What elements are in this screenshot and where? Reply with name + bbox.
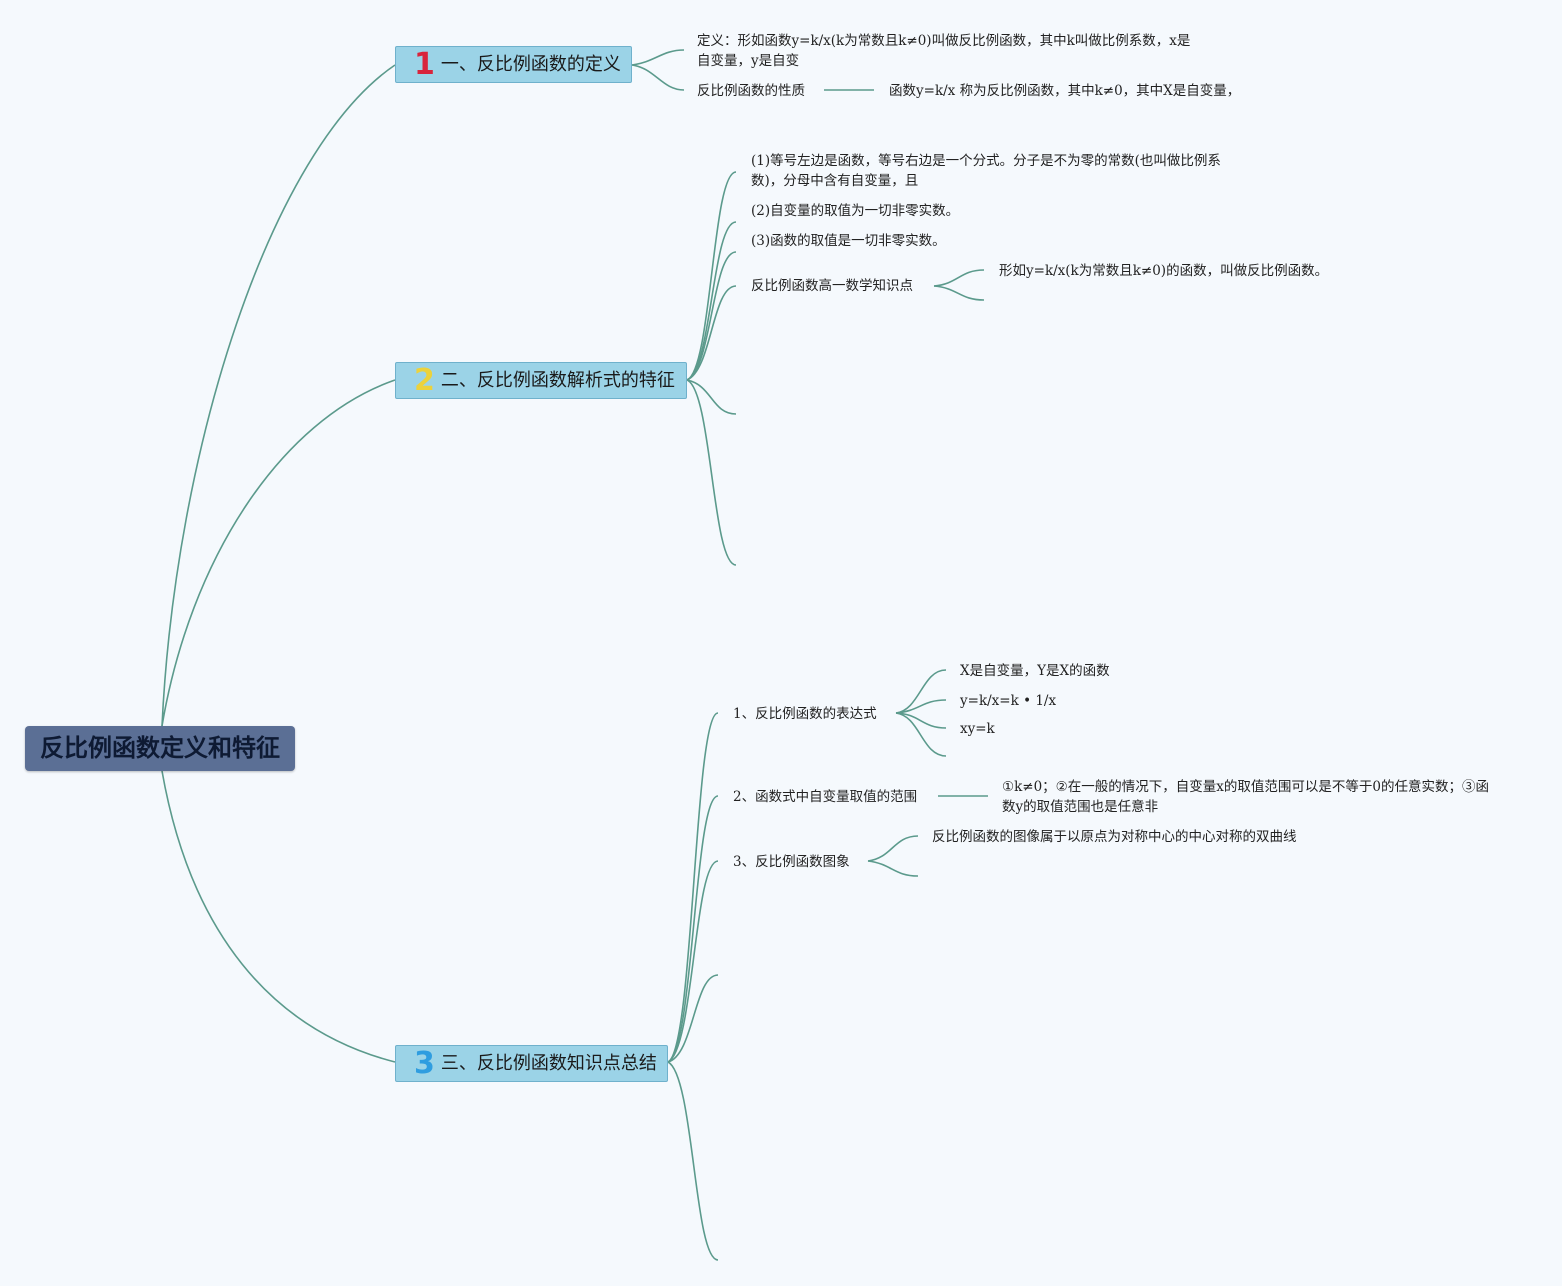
connector-b3-item-2 [667, 795, 719, 1063]
branch-1-title: 一、反比例函数的定义 [440, 54, 621, 75]
b1-definition[interactable]: 定义：形如函数y=k/x(k为常数且k≠0)叫做反比例函数，其中k叫做比例系数，… [697, 33, 1191, 69]
root-topic[interactable]: 反比例函数定义和特征 [25, 726, 295, 771]
b3-expr-3[interactable]: xy=k [960, 721, 995, 737]
connector-b2-item-1 [686, 171, 737, 381]
branch-3-number: 3 [414, 1046, 435, 1081]
branch-2-number: 2 [414, 363, 435, 398]
connector-b3-expr-4 [895, 712, 947, 757]
connector-b3-item-3 [667, 860, 719, 1063]
connector-b1-definition [631, 49, 685, 66]
branch-2-title: 二、反比例函数解析式的特征 [440, 370, 675, 391]
connector-root-branch-3 [161, 770, 396, 1063]
connector-root-branch-2 [161, 379, 396, 727]
connector-root-branch-1 [161, 64, 396, 727]
b3-item-2[interactable]: 2、函数式中自变量取值的范围 [733, 789, 918, 805]
connector-b3-graph-bottom [867, 860, 919, 877]
connector-b3-expr-1 [895, 669, 947, 714]
b3-expr-2[interactable]: y=k/x=k • 1/x [960, 693, 1057, 709]
connector-b1-property [631, 64, 685, 91]
b2-item-1[interactable]: (1)等号左边是函数，等号右边是一个分式。分子是不为零的常数(也叫做比例系数)，… [751, 153, 1221, 189]
connector-b2-empty-2 [686, 379, 737, 566]
connector-b2-item-2 [686, 221, 737, 381]
connector-b2-empty-1 [686, 379, 737, 415]
b3-expr-1[interactable]: X是自变量，Y是X的函数 [960, 663, 1110, 679]
b2-item-3[interactable]: (3)函数的取值是一切非零实数。 [751, 233, 946, 249]
b3-item-1[interactable]: 1、反比例函数的表达式 [733, 706, 877, 722]
connector-b2-sub-top [933, 269, 985, 287]
connector-b3-item-1 [667, 712, 719, 1063]
connector-b3-graph-top [867, 835, 919, 862]
b2-item-4[interactable]: 反比例函数高一数学知识点 [751, 278, 913, 294]
b2-item-2[interactable]: (2)自变量的取值为一切非零实数。 [751, 203, 960, 219]
connector-b3-expr-2 [895, 699, 947, 714]
b1-property-text[interactable]: 函数y=k/x 称为反比例函数，其中k≠0，其中X是自变量， [889, 83, 1241, 99]
b1-property-label[interactable]: 反比例函数的性质 [697, 83, 805, 99]
b3-range-text[interactable]: ①k≠0；②在一般的情况下，自变量x的取值范围可以是不等于0的任意实数；③函数y… [1002, 779, 1489, 815]
b2-sub-text[interactable]: 形如y=k/x(k为常数且k≠0)的函数，叫做反比例函数。 [999, 263, 1329, 279]
connector-b2-item-3 [686, 251, 737, 381]
connector-b3-empty-1 [667, 974, 719, 1063]
connector-b2-sub-bottom [933, 285, 985, 301]
b3-item-3[interactable]: 3、反比例函数图象 [733, 854, 850, 870]
branch-1-number: 1 [414, 47, 435, 82]
branch-3-title: 三、反比例函数知识点总结 [440, 1053, 657, 1074]
connector-b3-empty-2 [667, 1061, 719, 1261]
b3-graph-text[interactable]: 反比例函数的图像属于以原点为对称中心的中心对称的双曲线 [932, 829, 1297, 845]
connector-b2-item-4 [686, 285, 737, 381]
